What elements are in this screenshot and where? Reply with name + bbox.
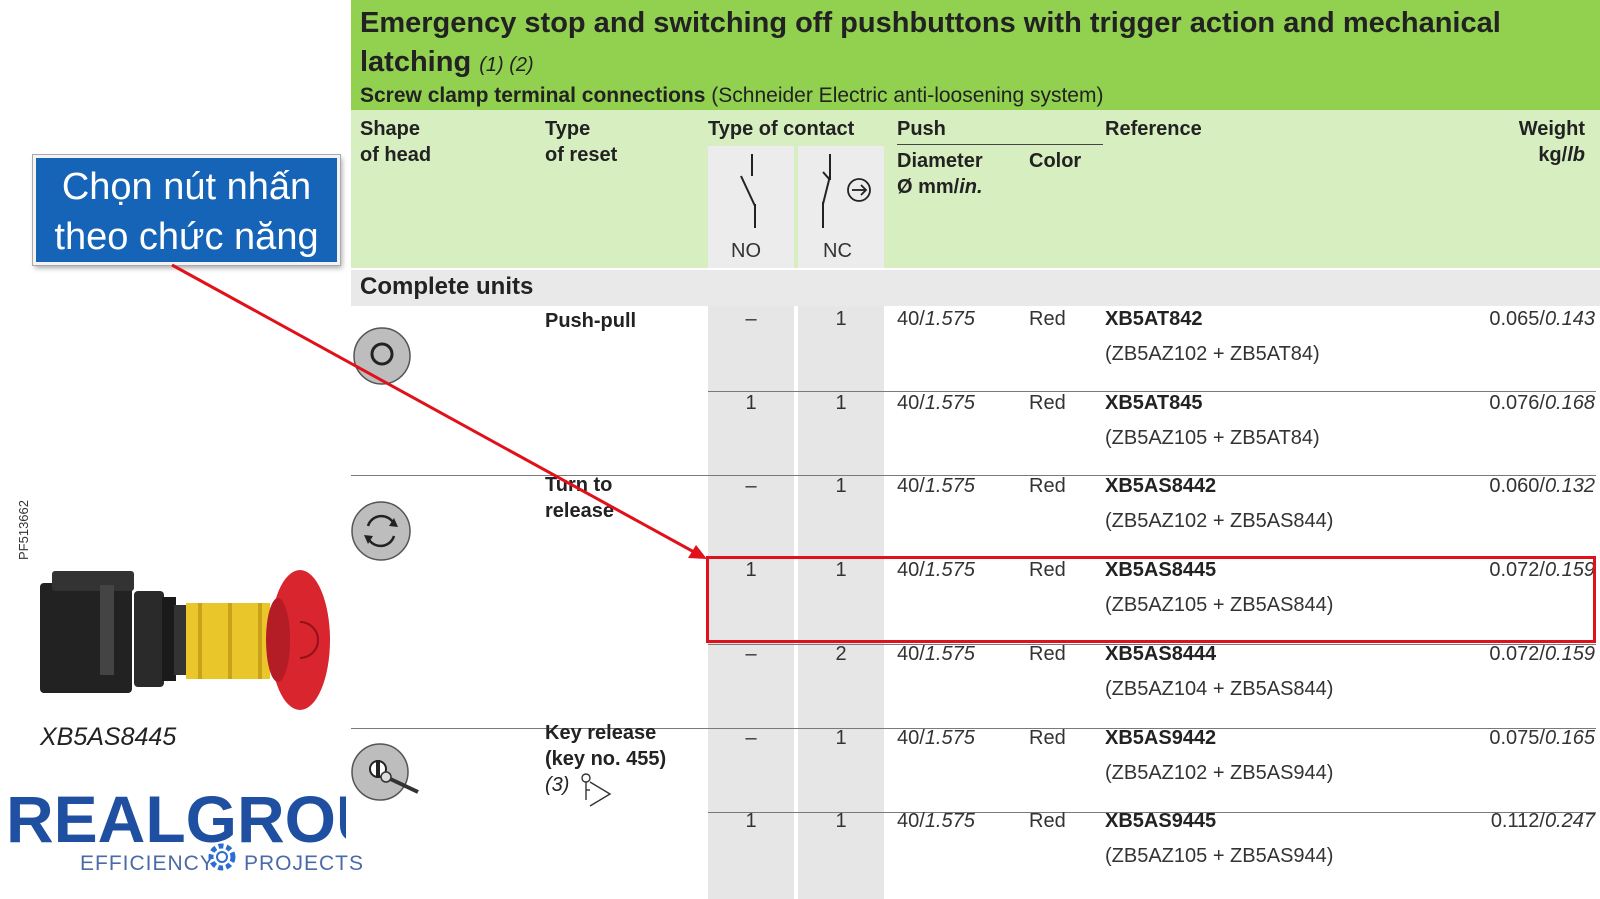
- group-separator: [351, 475, 1596, 476]
- realgroup-logo: REALGROUP: [6, 790, 346, 850]
- logo-wordmark: REALGROUP: [6, 790, 346, 850]
- key-release-head-icon: [351, 743, 419, 801]
- col-diameter-header: Diameter Ø mm/in.: [897, 150, 983, 198]
- pushbutton-photo: [40, 570, 330, 710]
- page-title: Emergency stop and switching off pushbut…: [360, 7, 1501, 78]
- logo-tagline-left: EFFICIENCY: [80, 852, 215, 875]
- nc-label: NC: [823, 240, 852, 262]
- title-notes: (1) (2): [479, 54, 534, 76]
- col-push-header: Push: [897, 118, 946, 140]
- key-symbol-icon: [581, 773, 612, 807]
- gear-icon: [208, 843, 236, 871]
- reset-type-push-pull: Push-pull: [545, 310, 637, 332]
- product-code: PF513662: [16, 500, 31, 560]
- row-separator: [708, 812, 1596, 813]
- nc-column: [798, 306, 884, 899]
- no-column: [708, 306, 794, 899]
- row-separator: [708, 391, 1596, 392]
- nc-header-cell: [798, 146, 884, 268]
- page-subtitle: Screw clamp terminal connections (Schnei…: [360, 84, 1104, 107]
- group-separator: [351, 728, 1596, 729]
- logo-tagline-right: PROJECTS: [244, 852, 365, 875]
- col-weight-header: Weight kg/lb: [1518, 118, 1585, 166]
- section-band: [351, 270, 1600, 306]
- reset-type-key: Key release(key no. 455) (3): [545, 722, 667, 796]
- section-label: Complete units: [360, 273, 534, 300]
- nc-contact-symbol: [822, 154, 871, 228]
- no-label: NO: [731, 240, 761, 262]
- highlight-box: [706, 556, 1596, 643]
- col-color-header: Color: [1029, 150, 1082, 172]
- turn-to-release-head-icon: [351, 501, 411, 561]
- no-contact-symbol: [740, 154, 756, 228]
- product-caption: XB5AS8445: [40, 723, 177, 751]
- header-band: [351, 0, 1600, 110]
- callout-box: Chọn nút nhấn theo chức năng: [33, 155, 340, 265]
- col-reference-header: Reference: [1105, 118, 1202, 140]
- push-pull-head-icon: [353, 327, 411, 385]
- column-header-band: [351, 110, 1600, 268]
- row-separator: [708, 644, 1596, 645]
- col-contact-header: Type of contact: [708, 118, 855, 140]
- push-underline: [897, 144, 1103, 145]
